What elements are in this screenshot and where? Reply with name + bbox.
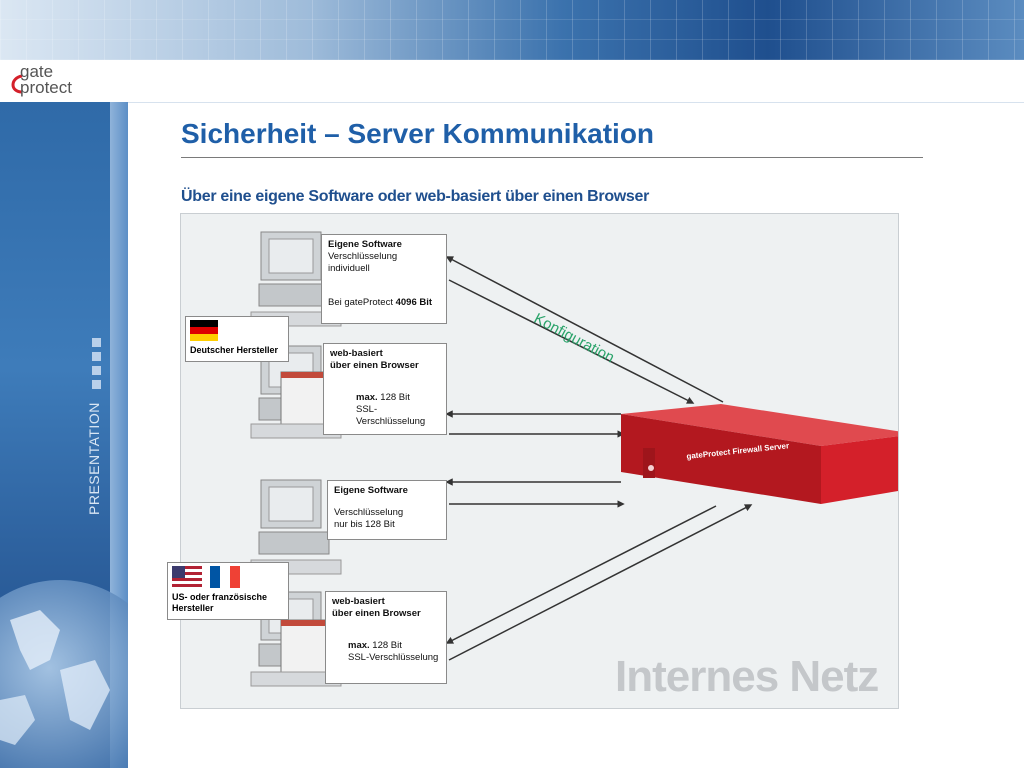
box2-line2: über einen Browser [330, 360, 419, 371]
flag-label-german: Deutscher Hersteller [190, 345, 279, 355]
top-banner [0, 0, 1024, 60]
diagram-graphics [250, 231, 898, 687]
flag-label-us-french: US- oder französische Hersteller [172, 592, 268, 613]
title-divider [181, 157, 923, 158]
presentation-label: PRESENTATION [86, 402, 102, 515]
flag-box-german: Deutscher Hersteller [185, 316, 289, 362]
firewall-server [621, 404, 898, 504]
box3-line1: Eigene Software [334, 485, 408, 496]
globe-graphic [0, 580, 128, 768]
internes-netz-label: Internes Netz [615, 652, 879, 701]
box1-line1: Eigene Software [328, 239, 402, 250]
box4-line2: über einen Browser [332, 608, 421, 619]
box3-line3: nur bis 128 Bit [334, 519, 395, 530]
flag-box-us-french: US- oder französische Hersteller [167, 562, 289, 620]
gateprotect-logo: gate protect [11, 62, 72, 97]
box4-line1: web-basiert [332, 596, 385, 607]
logo-text-gate: gate [20, 62, 53, 81]
box4-line4: SSL-Verschlüsselung [348, 652, 439, 663]
box4-line3-bold: max. [348, 640, 370, 651]
connection-lines [445, 256, 753, 661]
box4-line3-rest: 128 Bit [369, 640, 402, 651]
info-box-own-software-limited: Eigene Software Verschlüsselung nur bis … [327, 480, 447, 540]
slide-subtitle: Über eine eigene Software oder web-basie… [181, 188, 650, 205]
logo-text-protect: protect [20, 78, 72, 97]
box2-line4: SSL-Verschlüsselung [356, 404, 426, 427]
box2-line3-rest: 128 Bit [377, 392, 410, 403]
german-flag-icon [190, 320, 218, 341]
box1-line3-bold: 4096 Bit [395, 297, 433, 308]
box3-line2: Verschlüsselung [334, 507, 404, 518]
us-flag-icon [172, 566, 202, 588]
box1-line2: Verschlüsselung individuell [328, 251, 398, 274]
box1-line3-prefix: Bei gateProtect [328, 297, 396, 308]
logo-bar [0, 60, 1024, 103]
info-box-web-browser-1: web-basiert über einen Browser max. 128 … [323, 343, 447, 435]
french-flag-icon [210, 566, 240, 588]
info-box-web-browser-2: web-basiert über einen Browser max. 128 … [325, 591, 447, 684]
box2-line3-bold: max. [356, 392, 378, 403]
box2-line1: web-basiert [330, 348, 383, 359]
info-box-own-software-individual: Eigene Software Verschlüsselung individu… [321, 234, 447, 324]
page-title: Sicherheit – Server Kommunikation [181, 118, 655, 149]
communication-diagram: Eigene Software Verschlüsselung individu… [167, 213, 899, 709]
